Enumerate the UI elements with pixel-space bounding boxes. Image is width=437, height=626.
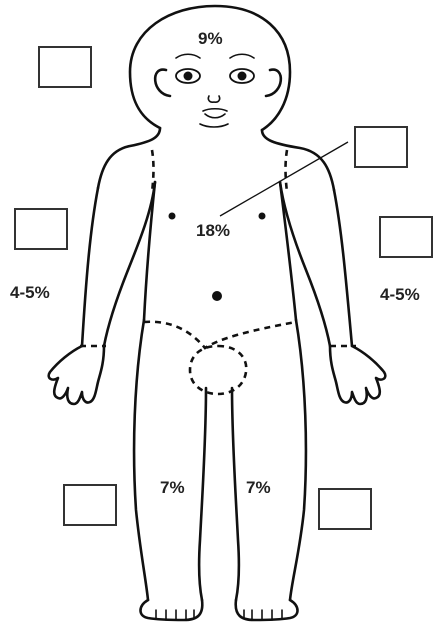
head-answer-box[interactable]	[38, 46, 92, 88]
left-arm-answer-box[interactable]	[14, 208, 68, 250]
right-eyebrow	[230, 54, 254, 58]
right-arm-answer-box[interactable]	[379, 216, 433, 258]
right-leg-inner	[232, 388, 239, 600]
right-nipple	[259, 213, 266, 220]
right-leg-outer	[290, 320, 306, 600]
left-eyebrow	[176, 54, 200, 58]
chin	[200, 124, 228, 127]
right-hand	[330, 346, 385, 404]
left-arm-outer	[82, 188, 98, 346]
left-leg-answer-box[interactable]	[63, 484, 117, 526]
right-foot	[236, 600, 298, 620]
left-pupil	[184, 72, 193, 81]
mouth-upper	[203, 109, 227, 111]
right-arm-inner	[280, 182, 330, 346]
left-ear	[155, 70, 170, 96]
left-leg-outer	[134, 320, 148, 600]
trunk-left-side	[144, 182, 155, 320]
head-outline	[130, 6, 290, 130]
right-pupil	[238, 72, 247, 81]
genital-circle	[190, 346, 246, 394]
right-shoulder	[262, 130, 334, 190]
left-leg-percent-label: 7%	[160, 479, 185, 496]
navel	[212, 291, 222, 301]
left-arm-percent-label: 4-5%	[10, 284, 50, 301]
left-nipple	[169, 213, 176, 220]
right-ear	[266, 70, 281, 96]
left-leg-inner	[199, 388, 206, 600]
left-shoulder-boundary	[152, 150, 154, 192]
head-percent-label: 9%	[198, 30, 223, 47]
right-arm-outer	[334, 190, 352, 346]
left-foot	[141, 600, 203, 620]
left-shoulder	[98, 128, 160, 188]
nose	[208, 96, 219, 102]
groin-boundary	[144, 322, 296, 348]
trunk-answer-box[interactable]	[354, 126, 408, 168]
right-leg-percent-label: 7%	[246, 479, 271, 496]
mouth-lower	[205, 114, 225, 118]
trunk-right-side	[280, 182, 296, 320]
right-arm-percent-label: 4-5%	[380, 286, 420, 303]
left-hand	[49, 346, 104, 404]
trunk-percent-label: 18%	[196, 222, 230, 239]
right-leg-answer-box[interactable]	[318, 488, 372, 530]
right-shoulder-boundary	[286, 150, 288, 192]
